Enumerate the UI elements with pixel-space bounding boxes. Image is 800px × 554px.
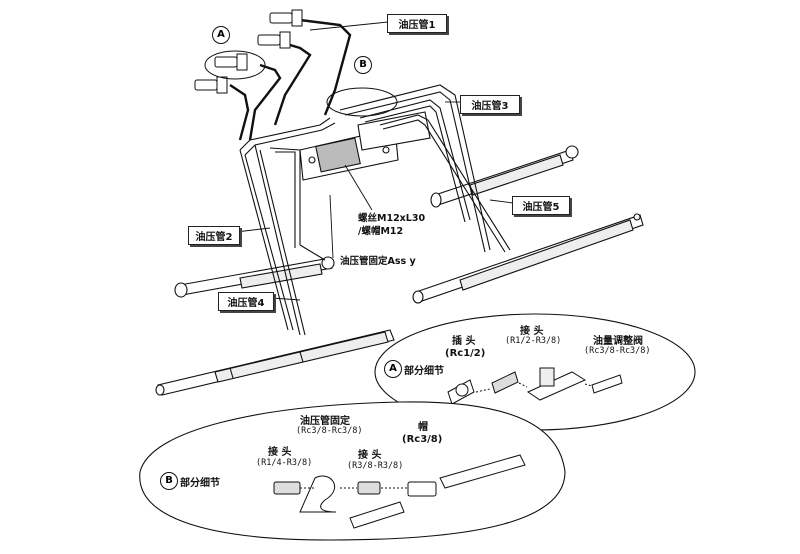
callout-a-circle: A [212,26,230,44]
bolt-label: 螺丝M12xL30 [358,213,426,224]
detail-b-joint2-spec: (R3/8-R3/8) [347,461,404,471]
cylinder-left-front [155,329,395,396]
detail-b-joint2-title: 接 头 [358,450,382,461]
detail-a-circle: A [384,360,402,378]
detail-a-joint-title: 接 头 [520,326,544,337]
detail-b-joint1-title: 接 头 [268,447,292,458]
nut-label: /螺帽M12 [358,226,404,237]
detail-b-nut-title: 帽 [418,422,428,433]
top-fittings [194,9,398,117]
detail-a-insert-title: 插 头 [452,336,476,347]
detail-b-joint1-spec: (R1/4-R3/8) [256,458,313,468]
leader-lines [235,21,514,301]
cylinder-left-rear [174,256,335,298]
detail-b-fix-spec: (Rc3/8-Rc3/8) [296,426,363,436]
pipe2-label: 油压管2 [188,226,240,245]
detail-b-nut-spec: (Rc3/8) [402,434,443,445]
pipe4-label: 油压管4 [218,292,274,311]
pipe1-label: 油压管1 [387,14,447,33]
detail-b-circle: B [160,472,178,490]
callout-b-circle: B [354,56,372,74]
detail-a-joint-spec: (R1/2-R3/8) [505,336,562,346]
pipe5-label: 油压管5 [512,196,570,215]
detail-b-bubble [139,401,566,541]
detail-a-valve-spec: (Rc3/8-Rc3/8) [584,346,651,356]
pipe3-label: 油压管3 [460,95,520,114]
fix-assy-label: 油压管固定Ass y [340,256,416,267]
detail-a-insert-spec: (Rc1/2) [445,348,486,359]
detail-a-bubble [374,313,696,431]
cylinder-right-front [412,213,644,304]
detail-b-title: 部分细节 [180,478,220,489]
detail-b-fix-title: 油压管固定 [300,416,350,427]
detail-a-valve-title: 油量调整阀 [593,336,643,347]
cylinder-right-rear [430,145,579,208]
pipe-runs [229,18,511,336]
detail-a-title: 部分细节 [404,366,444,377]
